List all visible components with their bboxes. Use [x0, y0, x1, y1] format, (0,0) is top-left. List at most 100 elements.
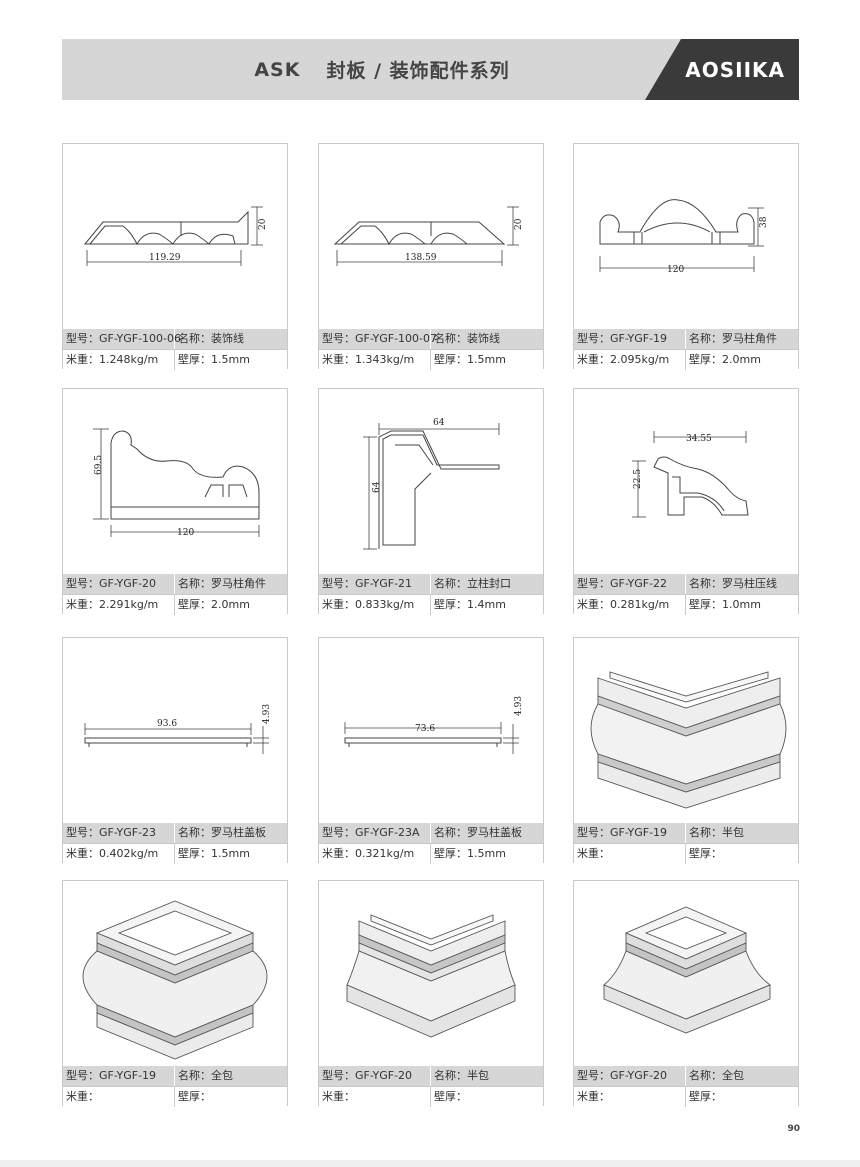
- spec-row-weight: 米重：2.095kg/m 壁厚：2.0mm: [574, 349, 798, 370]
- profile-drawing-svg: 20 119.29: [83, 206, 268, 266]
- thickness-cell: 壁厚：1.5mm: [434, 847, 506, 860]
- spec-row-weight: 米重：0.281kg/m 壁厚：1.0mm: [574, 594, 798, 615]
- product-card: 20 138.59 型号：GF-YGF-100-07 名称：装饰线 米重：1.3…: [318, 143, 544, 370]
- thickness-cell: 壁厚：1.5mm: [178, 353, 250, 366]
- spec-row-model: 型号：GF-YGF-19 名称：半包: [574, 823, 798, 843]
- model-cell: 型号：GF-YGF-21: [319, 574, 431, 594]
- name-value: 罗马柱盖板: [467, 826, 522, 839]
- product-card: 型号：GF-YGF-19 名称：全包 米重： 壁厚：: [62, 880, 288, 1107]
- spec-row-weight: 米重：1.343kg/m 壁厚：1.5mm: [319, 349, 543, 370]
- product-render: [319, 881, 543, 1066]
- name-value: 装饰线: [211, 332, 244, 345]
- product-card: 69.5 120 型号：GF-YGF-20 名称：罗马柱角件 米重：2.291k…: [62, 388, 288, 615]
- product-card: 型号：GF-YGF-20 名称：全包 米重： 壁厚：: [573, 880, 799, 1107]
- weight-value: 0.402kg/m: [99, 847, 159, 860]
- profile-drawing: 20 138.59: [319, 144, 543, 329]
- weight-value: 0.321kg/m: [355, 847, 415, 860]
- thickness-cell: 壁厚：1.0mm: [689, 598, 761, 611]
- name-cell: 名称：全包: [178, 1069, 233, 1082]
- weight-value: 2.291kg/m: [99, 598, 159, 611]
- name-cell: 名称：装饰线: [434, 332, 500, 345]
- weight-cell: 米重：2.291kg/m: [63, 595, 175, 615]
- model-value: GF-YGF-19: [99, 1069, 157, 1082]
- page-header: ASK 封板 / 装饰配件系列 AOSIIKA: [62, 39, 799, 100]
- brand-prefix: ASK: [254, 58, 301, 81]
- weight-value: 1.343kg/m: [355, 353, 415, 366]
- profile-drawing: 64 64: [319, 389, 543, 574]
- dimension-label: 34.55: [686, 434, 712, 444]
- model-cell: 型号：GF-YGF-23A: [319, 823, 431, 843]
- model-value: GF-YGF-23A: [355, 826, 420, 839]
- model-value: GF-YGF-21: [355, 577, 413, 590]
- dimension-label: 120: [667, 265, 684, 275]
- thickness-cell: 壁厚：: [178, 1090, 211, 1103]
- spec-row-weight: 米重： 壁厚：: [319, 1086, 543, 1107]
- spec-row-weight: 米重：1.248kg/m 壁厚：1.5mm: [63, 349, 287, 370]
- dimension-label: 4.93: [262, 704, 272, 724]
- spec-row-model: 型号：GF-YGF-23A 名称：罗马柱盖板: [319, 823, 543, 843]
- series-title: 封板 / 装饰配件系列: [326, 60, 510, 82]
- thickness-value: 1.5mm: [467, 353, 506, 366]
- thickness-value: 2.0mm: [211, 598, 250, 611]
- thickness-cell: 壁厚：2.0mm: [178, 598, 250, 611]
- spec-row-model: 型号：GF-YGF-20 名称：罗马柱角件: [63, 574, 287, 594]
- model-cell: 型号：GF-YGF-23: [63, 823, 175, 843]
- product-render: [63, 881, 287, 1066]
- dimension-label: 73.6: [415, 724, 435, 734]
- weight-cell: 米重：1.343kg/m: [319, 350, 431, 370]
- name-cell: 名称：装饰线: [178, 332, 244, 345]
- name-cell: 名称：立柱封口: [434, 577, 511, 590]
- name-cell: 名称：半包: [434, 1069, 489, 1082]
- weight-cell: 米重：: [574, 844, 686, 864]
- profile-drawing: 93.6 4.93: [63, 638, 287, 823]
- weight-cell: 米重：: [63, 1087, 175, 1107]
- spec-row-weight: 米重： 壁厚：: [574, 843, 798, 864]
- model-value: GF-YGF-23: [99, 826, 157, 839]
- name-cell: 名称：罗马柱盖板: [178, 826, 266, 839]
- product-card: 20 119.29 型号：GF-YGF-100-06 名称：装饰线 米重：1.2…: [62, 143, 288, 370]
- name-value: 全包: [722, 1069, 744, 1082]
- logo-block: AOSIIKA: [645, 39, 799, 100]
- page-title: ASK 封板 / 装饰配件系列: [62, 39, 702, 100]
- weight-value: 2.095kg/m: [610, 353, 670, 366]
- profile-drawing: 34.55 22.5: [574, 389, 798, 574]
- name-cell: 名称：全包: [689, 1069, 744, 1082]
- product-render: [574, 638, 798, 823]
- dimension-label: 38: [759, 216, 769, 228]
- name-value: 罗马柱角件: [722, 332, 777, 345]
- dimension-label: 138.59: [405, 253, 437, 263]
- profile-drawing: 38 120: [574, 144, 798, 329]
- model-value: GF-YGF-100-07: [355, 332, 438, 345]
- spec-row-weight: 米重：2.291kg/m 壁厚：2.0mm: [63, 594, 287, 615]
- spec-row-model: 型号：GF-YGF-19 名称：罗马柱角件: [574, 329, 798, 349]
- spec-row-model: 型号：GF-YGF-100-06 名称：装饰线: [63, 329, 287, 349]
- spec-row-weight: 米重：0.321kg/m 壁厚：1.5mm: [319, 843, 543, 864]
- thickness-cell: 壁厚：: [689, 1090, 722, 1103]
- name-value: 全包: [211, 1069, 233, 1082]
- spec-row-weight: 米重：0.833kg/m 壁厚：1.4mm: [319, 594, 543, 615]
- model-cell: 型号：GF-YGF-22: [574, 574, 686, 594]
- dimension-label: 120: [177, 528, 194, 538]
- model-value: GF-YGF-20: [99, 577, 157, 590]
- profile-drawing: 73.6 4.93: [319, 638, 543, 823]
- thickness-value: 1.4mm: [467, 598, 506, 611]
- weight-cell: 米重：2.095kg/m: [574, 350, 686, 370]
- thickness-cell: 壁厚：1.5mm: [434, 353, 506, 366]
- thickness-cell: 壁厚：: [434, 1090, 467, 1103]
- dimension-label: 64: [372, 481, 382, 493]
- dimension-label: 119.29: [149, 253, 181, 263]
- weight-cell: 米重：0.833kg/m: [319, 595, 431, 615]
- model-cell: 型号：GF-YGF-19: [574, 329, 686, 349]
- thickness-cell: 壁厚：: [689, 847, 722, 860]
- spec-row-weight: 米重： 壁厚：: [63, 1086, 287, 1107]
- model-cell: 型号：GF-YGF-20: [574, 1066, 686, 1086]
- name-value: 半包: [467, 1069, 489, 1082]
- product-card: 34.55 22.5 型号：GF-YGF-22 名称：罗马柱压线 米重：0.28…: [573, 388, 799, 615]
- thickness-cell: 壁厚：1.5mm: [178, 847, 250, 860]
- spec-row-model: 型号：GF-YGF-20 名称：全包: [574, 1066, 798, 1086]
- product-render: [574, 881, 798, 1066]
- spec-row-weight: 米重：0.402kg/m 壁厚：1.5mm: [63, 843, 287, 864]
- brand-logo: AOSIIKA: [685, 57, 785, 82]
- product-card: 93.6 4.93 型号：GF-YGF-23 名称：罗马柱盖板 米重：0.402…: [62, 637, 288, 864]
- name-cell: 名称：半包: [689, 826, 744, 839]
